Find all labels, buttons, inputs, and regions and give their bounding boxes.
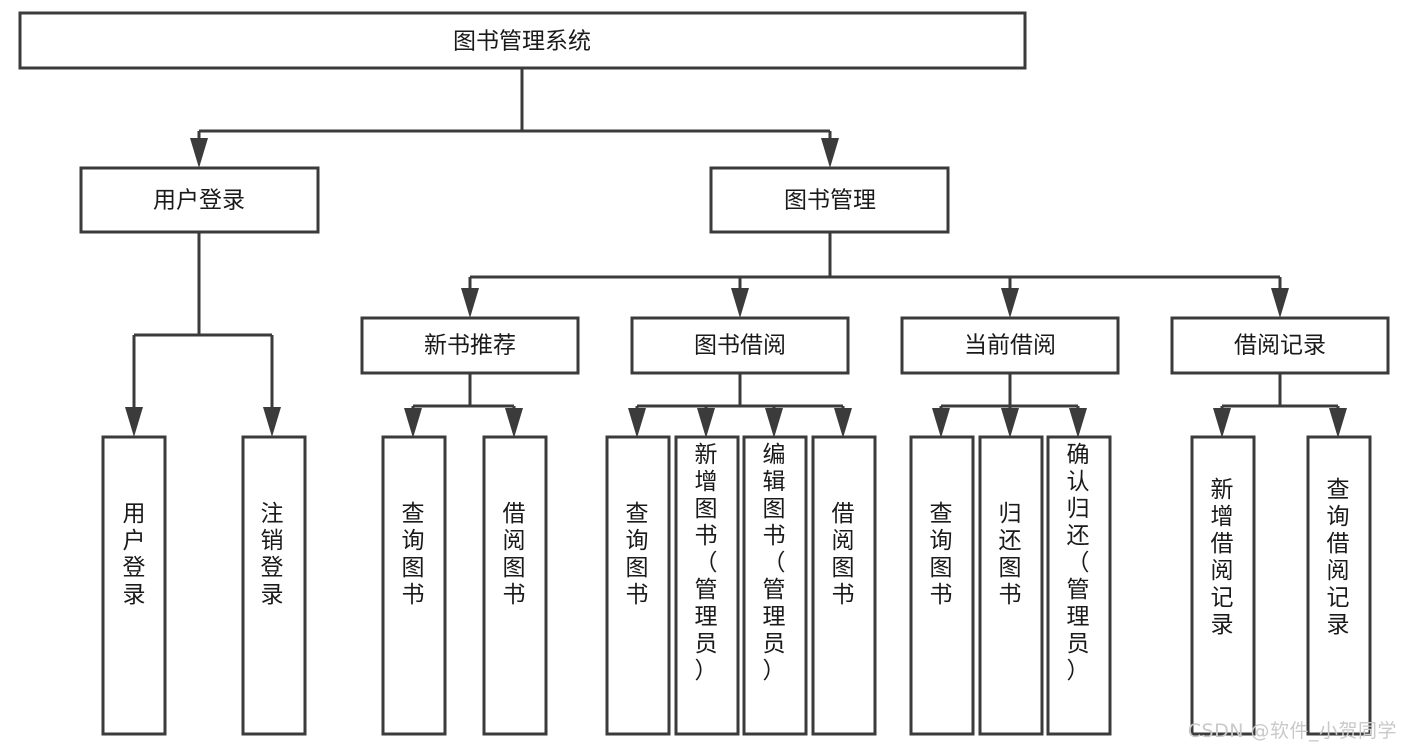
node-current-borrow[interactable]: 当前借阅 [900,316,1120,375]
leaf-borrow-book-1-label: 借阅图书 [503,501,526,608]
leaf-user-login-box[interactable] [101,435,167,736]
leaf-node-return-book[interactable]: 归还图书 [978,435,1044,736]
leaf-return-book-label: 归还图书 [999,501,1022,608]
leaf-node-query-book-2[interactable]: 查询图书 [605,435,671,736]
node-new-book-rec-label: 新书推荐 [424,333,516,359]
node-borrow-record-box[interactable] [1170,316,1390,375]
node-borrow-record[interactable]: 借阅记录 [1170,316,1390,375]
leaf-edit-book-label: 编辑图书（管理员） [763,442,786,684]
node-user-login-label: 用户登录 [153,188,245,214]
leaf-query-book-3-box[interactable] [909,435,975,736]
node-new-book-rec[interactable]: 新书推荐 [360,316,580,375]
node-root[interactable]: 图书管理系统 [18,11,1027,70]
leaf-node-add-record[interactable]: 新增借阅记录 [1190,435,1256,736]
node-root-label: 图书管理系统 [453,29,591,55]
leaf-add-record-box[interactable] [1190,435,1256,736]
node-book-manage-label: 图书管理 [784,188,876,214]
leaf-return-book-box[interactable] [978,435,1044,736]
leaf-query-record-label: 查询借阅记录 [1327,477,1350,638]
node-user-login[interactable]: 用户登录 [79,166,320,234]
leaf-edit-book-box[interactable] [742,435,808,736]
leaf-node-borrow-book-1[interactable]: 借阅图书 [482,435,548,736]
csdn-watermark: CSDN @软件_小贺同学 [1187,720,1397,742]
leaf-confirm-return-label: 确认归还（管理员） [1067,442,1090,684]
node-borrow-record-label: 借阅记录 [1234,333,1326,359]
leaf-borrow-book-2-box[interactable] [811,435,877,736]
node-book-borrow-box[interactable] [630,316,850,375]
leaf-node-confirm-return[interactable]: 确认归还（管理员） [1046,435,1112,736]
leaf-query-book-1-label: 查询图书 [402,501,425,608]
leaf-add-book-label: 新增图书（管理员） [695,442,718,684]
node-book-manage-box[interactable] [709,166,950,234]
connector-newbook-to-leaves [404,373,523,438]
connector-currentborrow-to-leaves [932,373,1087,438]
leaf-logout-label: 注销登录 [261,501,284,608]
leaf-node-add-book[interactable]: 新增图书（管理员） [674,435,740,736]
leaf-node-user-login[interactable]: 用户登录 [101,435,167,736]
connector-borrowrecord-to-leaves [1213,373,1347,438]
leaf-add-record-label: 新增借阅记录 [1211,477,1234,638]
node-book-borrow-label: 图书借阅 [694,333,786,359]
connector-userlogin-to-leaves [125,232,281,437]
connector-root-to-level2 [190,68,839,168]
connector-bookborrow-to-leaves [628,373,852,438]
leaf-query-book-3-label: 查询图书 [930,501,953,608]
leaf-query-book-1-box[interactable] [381,435,447,736]
node-current-borrow-label: 当前借阅 [964,333,1056,359]
node-root-box[interactable] [18,11,1027,70]
node-current-borrow-box[interactable] [900,316,1120,375]
node-book-manage[interactable]: 图书管理 [709,166,950,234]
leaf-node-query-book-1[interactable]: 查询图书 [381,435,447,736]
leaf-add-book-box[interactable] [674,435,740,736]
leaf-node-query-book-3[interactable]: 查询图书 [909,435,975,736]
leaf-confirm-return-box[interactable] [1046,435,1112,736]
leaf-query-book-2-label: 查询图书 [626,501,649,608]
node-book-borrow[interactable]: 图书借阅 [630,316,850,375]
leaf-query-book-2-box[interactable] [605,435,671,736]
connector-bookmanage-to-level3 [461,232,1289,318]
leaf-node-edit-book[interactable]: 编辑图书（管理员） [742,435,808,736]
leaf-node-query-record[interactable]: 查询借阅记录 [1306,435,1372,736]
leaf-logout-box[interactable] [241,435,307,736]
leaf-borrow-book-1-box[interactable] [482,435,548,736]
leaf-borrow-book-2-label: 借阅图书 [832,501,855,608]
node-new-book-rec-box[interactable] [360,316,580,375]
node-user-login-box[interactable] [79,166,320,234]
leaf-query-record-box[interactable] [1306,435,1372,736]
leaf-user-login-label: 用户登录 [123,501,146,608]
leaf-node-logout[interactable]: 注销登录 [241,435,307,736]
leaf-node-borrow-book-2[interactable]: 借阅图书 [811,435,877,736]
